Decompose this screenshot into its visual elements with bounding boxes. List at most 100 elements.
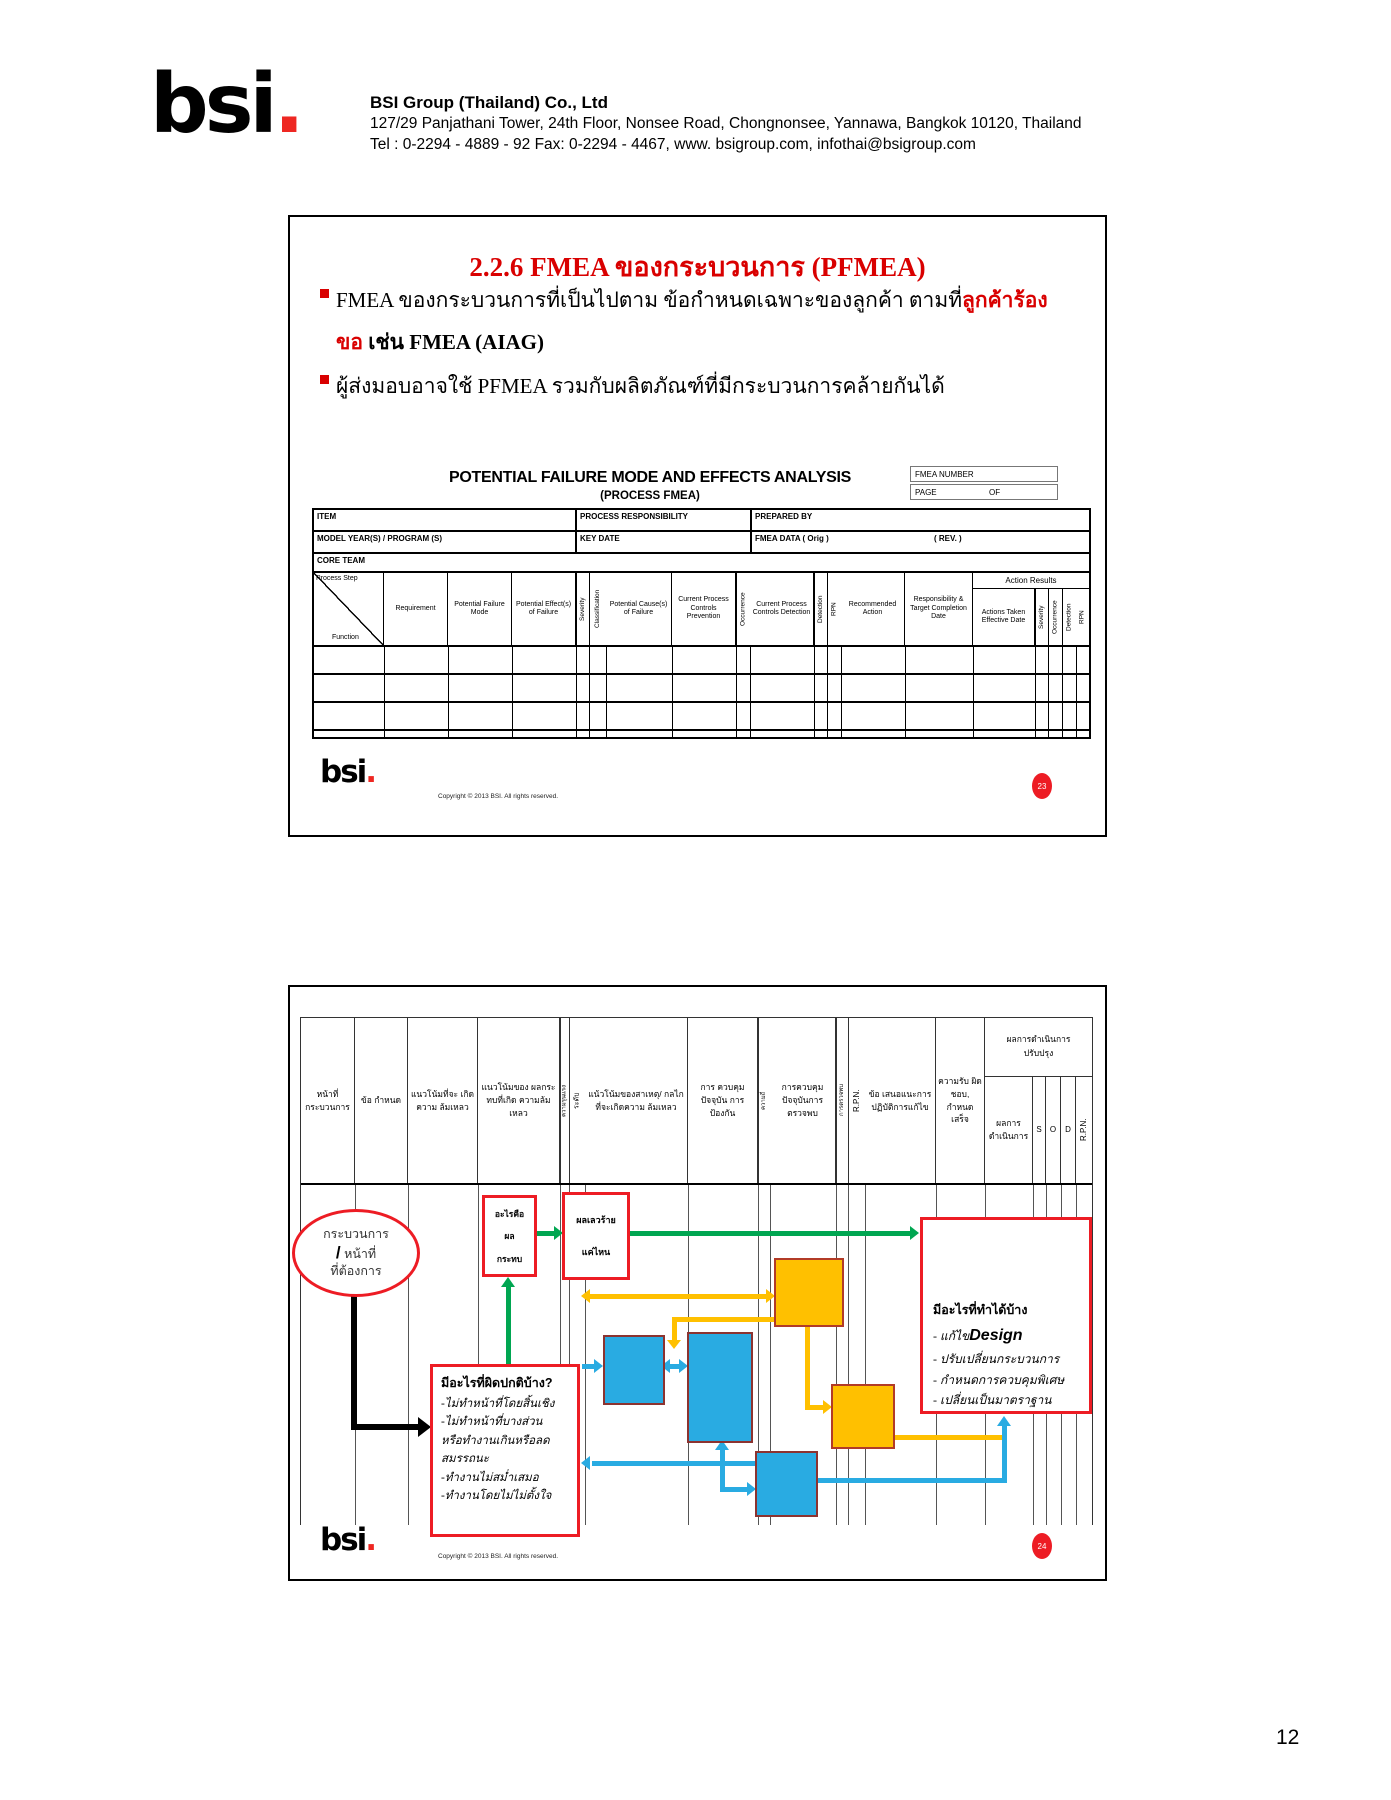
bullet1-line2-red: ขอ [336,330,363,354]
col-prevention-th: การ ควบคุม ปัจจุบัน การ ป้องกัน [688,1018,758,1183]
bsi-logo-text: bsi [150,57,278,152]
blue-arrow-line [720,1450,725,1492]
action-line1-pre: - แก้ไข [933,1329,970,1343]
grid-line [672,647,673,737]
bullet-2: ผู้ส่งมอบอาจใช้ PFMEA รวมกับผลิตภัณฑ์ที่… [336,365,1084,407]
grid-line [770,1185,771,1525]
yellow-arrowhead [667,1340,681,1349]
col-failure-effect-th: แนวโน้มของ ผลกระทบที่เกิด ความล้มเหลว [478,1018,560,1183]
grid-line [512,647,513,737]
abnormal-title: มีอะไรที่ผิดปกติบ้าง? [441,1376,553,1390]
grid-line [827,647,828,737]
col-process-step: Process Step Function [314,573,384,645]
col-potential-effects: Potential Effect(s) of Failure [512,573,576,645]
grid-line [736,647,737,737]
footer-logo-dot: . [365,1522,377,1558]
action-results-group: Action Results Actions Taken Effective D… [973,573,1089,645]
col-controls-detection: Current Process Controls Detection [750,573,814,645]
black-connector-line [351,1291,357,1430]
fmea-date-cell: FMEA DATA ( Orig ) ( REV. ) [752,532,1089,552]
impact-box: อะไรคือ ผล กระทบ [482,1195,537,1277]
col-function-process: หน้าที่ กระบวนการ [301,1018,355,1183]
bsi-footer-logo: bsi. [320,1522,377,1558]
orange-box-2 [831,1384,895,1449]
grid-line [1062,647,1063,737]
process-responsibility-cell: PROCESS RESPONSIBILITY [577,510,752,530]
process-function-ellipse: กระบวนการ / หน้าที่ ที่ต้องการ [292,1209,420,1297]
bsi-footer-logo: bsi. [320,757,377,788]
row-line [314,701,1089,703]
ellipse-line1: กระบวนการ [323,1226,389,1241]
grid-line [569,1185,570,1525]
slide-pfmea-diagram: หน้าที่ กระบวนการ ข้อ กำหนด แนวโน้มที่จะ… [288,985,1107,1581]
black-connector-line [351,1424,418,1430]
row-line [314,729,1089,731]
grid-line [973,647,974,737]
company-contact: Tel : 0-2294 - 4889 - 92 Fax: 0-2294 - 4… [370,136,976,153]
blue-arrow-line [720,1487,747,1492]
yellow-arrow-line [805,1405,825,1410]
fmea-number-field: FMEA NUMBER [910,466,1058,482]
row-line [314,673,1089,675]
col-requirement-th: ข้อ กำหนด [355,1018,408,1183]
blue-box-2 [687,1332,753,1443]
of-label: OF [989,488,1001,497]
item-cell: ITEM [314,510,577,530]
col-recommend-th: ข้อ เสนอแนะการ ปฏิบัติการแก้ไข [865,1018,936,1183]
green-arrowhead [910,1226,919,1240]
grid-line [1035,647,1036,737]
col-requirement: Requirement [384,573,448,645]
abnormal-box: มีอะไรที่ผิดปกติบ้าง? -ไม่ทำหน้าที่โดยสิ… [430,1364,580,1537]
yellow-arrow-line [891,1435,1004,1440]
green-arrow-line [537,1231,554,1236]
action-results-columns: Actions Taken Effective Date Severity Oc… [973,589,1089,645]
slide-number-badge: 23 [1032,773,1052,799]
grid-line [589,647,590,737]
blue-arrow-line [669,1364,679,1369]
blue-arrowhead [594,1359,603,1373]
col-controls-prevention: Current Process Controls Prevention [672,573,736,645]
slide-pfmea-overview: 2.2.6 FMEA ของกระบวนการ (PFMEA) FMEA ของ… [288,215,1107,837]
bullet1-text: FMEA ของกระบวนการที่เป็นไปตาม ข้อกำหนดเฉ… [336,288,963,312]
black-arrowhead [418,1417,431,1437]
grid-line [560,1185,561,1525]
blue-arrow-line [814,1478,1007,1483]
form-title: POTENTIAL FAILURE MODE AND EFFECTS ANALY… [449,469,851,486]
action-box: มีอะไรที่ทำได้บ้าง - แก้ไขDesign - ปรับเ… [920,1217,1092,1414]
grid-line [758,1185,759,1525]
grid-line [576,647,577,737]
action-title: มีอะไรที่ทำได้บ้าง [933,1303,1028,1317]
impact-line: ผล [504,1231,515,1241]
action-line: - แก้ไขDesign [933,1322,1085,1349]
fmea-date-label: FMEA DATA ( Orig ) [755,534,829,543]
col-responsibility: Responsibility & Target Completion Date [905,573,973,645]
yellow-arrowhead [766,1289,775,1303]
fmea-thai-table: หน้าที่ กระบวนการ ข้อ กำหนด แนวโน้มที่จะ… [300,1017,1093,1525]
bullet-1: FMEA ของกระบวนการที่เป็นไปตาม ข้อกำหนดเฉ… [336,279,1084,363]
blue-arrowhead [715,1440,729,1450]
yellow-arrow-line [672,1317,774,1322]
grid-line [836,1185,837,1525]
ellipse-line2-text: หน้าที่ [344,1247,377,1262]
result-group-columns: ผลการ ดำเนินการ S O D R.P.N. [985,1077,1092,1183]
grid-line [384,647,385,737]
action-line1-design: Design [969,1327,1023,1344]
col-occurrence: Occurrence [736,573,750,645]
thai-header-row: หน้าที่ กระบวนการ ข้อ กำหนด แนวโน้มที่จะ… [301,1018,1092,1185]
col-d: D [1061,1077,1076,1183]
orange-box-1 [774,1258,844,1327]
col-ar-detection: Detection [1062,589,1076,645]
action-line: - ปรับเปลี่ยนกระบวนการ [933,1352,1060,1367]
abnormal-line: -ไม่ทำหน้าที่โดยสิ้นเชิง [441,1398,555,1410]
bullet1-red-text: ลูกค้าร้อง [962,288,1048,312]
action-box-content: มีอะไรที่ทำได้บ้าง - แก้ไขDesign - ปรับเ… [933,1300,1085,1410]
ellipse-line2: / หน้าที่ [336,1242,376,1263]
col-potential-failure-mode: Potential Failure Mode [448,573,512,645]
col-result-th: ผลการ ดำเนินการ [985,1077,1033,1183]
action-line: - เปลี่ยนเป็นมาตราฐาน [933,1392,1052,1407]
yellow-arrow-line [590,1294,766,1299]
bsi-logo: bsi. [150,64,305,146]
grid-line [905,647,906,737]
grid-line [606,647,607,737]
form-row-item: ITEM PROCESS RESPONSIBILITY PREPARED BY [314,510,1089,532]
